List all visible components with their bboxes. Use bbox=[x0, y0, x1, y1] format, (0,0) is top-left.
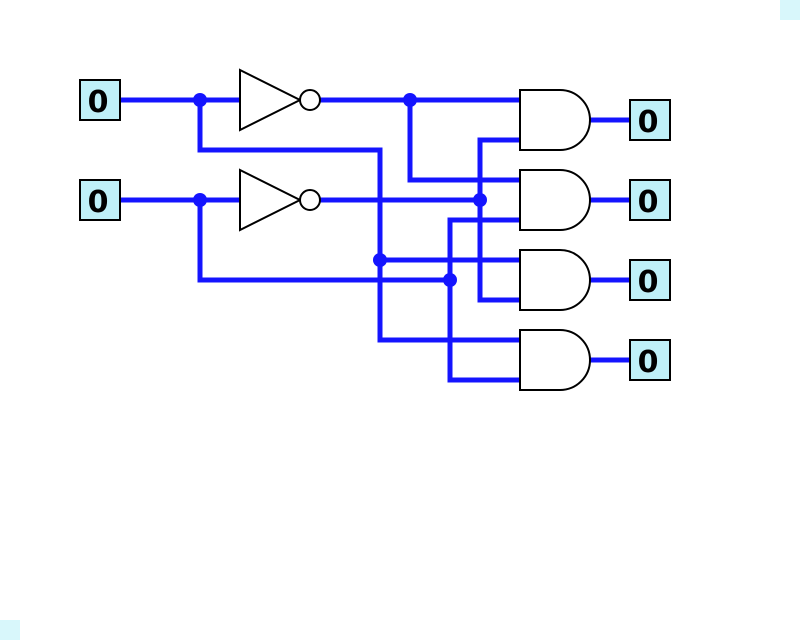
and-gate-2[interactable] bbox=[519, 169, 591, 231]
not-bubble bbox=[299, 189, 321, 211]
junction-dot bbox=[193, 93, 207, 107]
corner-marker-bottom-left bbox=[0, 620, 20, 640]
corner-marker-top-right bbox=[780, 0, 800, 20]
output-pin-4-value: 0 bbox=[638, 345, 659, 380]
wire-not2-down bbox=[477, 200, 520, 303]
input-pin-2[interactable]: 0 bbox=[79, 179, 121, 221]
junction-dot bbox=[473, 193, 487, 207]
junctions bbox=[193, 93, 487, 287]
output-pin-3-value: 0 bbox=[638, 265, 659, 300]
junction-dot bbox=[443, 273, 457, 287]
output-pin-4: 0 bbox=[629, 339, 671, 381]
junction-dot bbox=[403, 93, 417, 107]
output-pin-1: 0 bbox=[629, 99, 671, 141]
output-pin-2-value: 0 bbox=[638, 185, 659, 220]
input-pin-2-value: 0 bbox=[88, 185, 109, 220]
junction-dot bbox=[373, 253, 387, 267]
and-gate-4[interactable] bbox=[519, 329, 591, 391]
wire-input2-to-and2 bbox=[447, 217, 520, 280]
wire-input1-branch bbox=[197, 100, 520, 343]
not-gate-1[interactable] bbox=[239, 68, 321, 132]
wire-not1-branch bbox=[407, 100, 520, 183]
and-gate-1[interactable] bbox=[519, 89, 591, 151]
output-pin-1-value: 0 bbox=[638, 105, 659, 140]
input-pin-1[interactable]: 0 bbox=[79, 79, 121, 121]
junction-dot bbox=[193, 193, 207, 207]
wire-not2-up bbox=[477, 137, 520, 200]
output-pin-3: 0 bbox=[629, 259, 671, 301]
and-gate-3[interactable] bbox=[519, 249, 591, 311]
input-pin-1-value: 0 bbox=[88, 85, 109, 120]
not-gate-2[interactable] bbox=[239, 168, 321, 232]
output-pin-2: 0 bbox=[629, 179, 671, 221]
not-bubble bbox=[299, 89, 321, 111]
